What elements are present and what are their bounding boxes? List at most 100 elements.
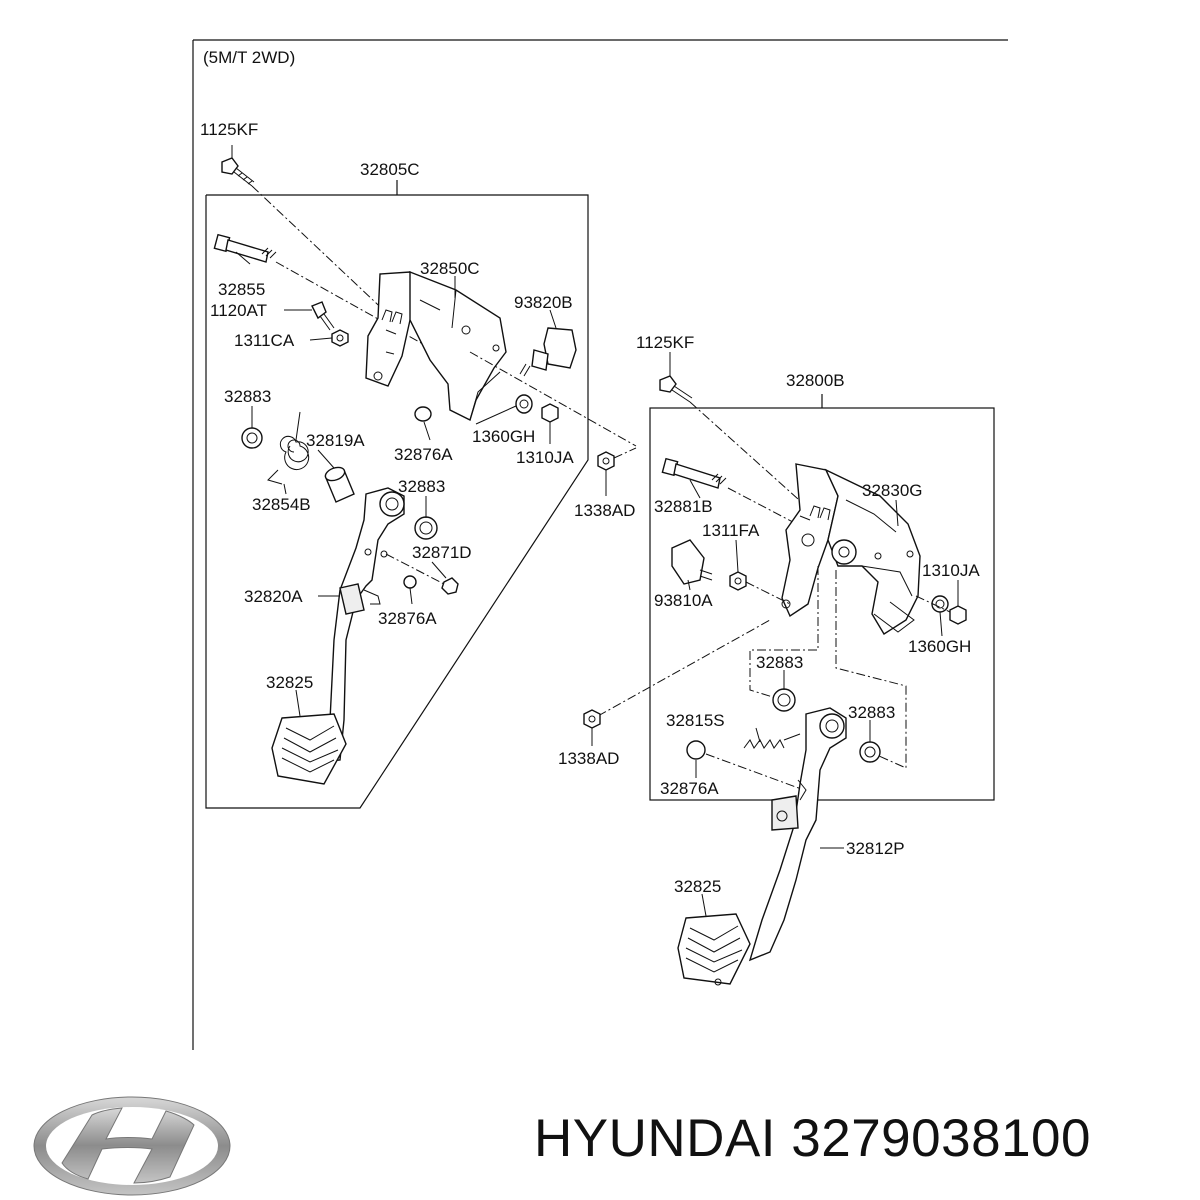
axis-bolt-left-lower	[469, 351, 637, 447]
label-32815s: 32815S	[666, 711, 725, 730]
axis-right-bushing	[915, 595, 951, 613]
leader-1360gh-left	[475, 405, 517, 425]
label-1338ad-left: 1338AD	[574, 501, 635, 520]
label-1120at: 1120AT	[210, 301, 267, 320]
leader-32815s	[755, 727, 761, 743]
bolt-1125kf-left	[221, 157, 255, 187]
bolt-1125kf-right	[659, 375, 693, 403]
leader-93810a	[687, 579, 691, 591]
axis-32876a-right	[705, 753, 805, 791]
leader-32830g	[895, 499, 899, 527]
label-32800b: 32800B	[786, 371, 845, 390]
label-1125kf-right: 1125KF	[636, 333, 694, 352]
axis-pin-left	[275, 261, 431, 349]
hyundai-logo-icon	[33, 1096, 231, 1196]
bushing-32883-right-a	[772, 688, 796, 712]
label-1360gh-left: 1360GH	[472, 427, 535, 446]
leader-32871d	[431, 561, 447, 579]
axis-bolt-left	[251, 185, 393, 319]
nut-1338ad-left	[597, 451, 615, 471]
label-32825-right: 32825	[674, 877, 721, 896]
leader-32854b	[283, 483, 287, 495]
label-32883-left-a: 32883	[224, 387, 271, 406]
label-32820a: 32820A	[244, 587, 303, 606]
label-32830g: 32830G	[862, 481, 923, 500]
bushing-1360gh-right	[931, 595, 949, 613]
label-32805c: 32805C	[360, 160, 420, 179]
bracket-32850c	[365, 270, 507, 421]
label-32883-left-b: 32883	[398, 477, 445, 496]
spring-32854b	[267, 411, 310, 485]
bushing-32883-left-a	[241, 427, 263, 449]
leader-32819a	[317, 449, 335, 469]
label-32819a: 32819A	[306, 431, 365, 450]
bushing-32819a	[324, 466, 355, 503]
leader-32825-left	[295, 689, 301, 717]
leader-1360gh-right	[939, 611, 943, 637]
label-1360gh-right: 1360GH	[908, 637, 971, 656]
pin-32855	[213, 233, 277, 263]
label-32876a-right: 32876A	[660, 779, 719, 798]
label-93810a: 93810A	[654, 591, 713, 610]
brand-part-number: HYUNDAI 3279038100	[534, 1109, 1092, 1168]
axis-right-arm-vertical-b	[835, 570, 907, 769]
pedal-pad-32825-right	[677, 913, 751, 986]
leader-32876a-bottom	[409, 587, 413, 605]
bushing-32883-left-b	[414, 516, 438, 540]
axis-switch-right	[745, 581, 791, 605]
pin-32881b	[661, 457, 727, 489]
label-1125kf-left: 1125KF	[200, 120, 258, 139]
bolt-1120at	[311, 301, 335, 331]
nut-32871d	[441, 577, 459, 595]
label-1310ja-right: 1310JA	[922, 561, 980, 580]
leader-32876a-top	[423, 421, 431, 441]
label-32871d: 32871D	[412, 543, 472, 562]
leader-32855	[235, 251, 251, 265]
label-32850c: 32850C	[420, 259, 480, 278]
nut-1311ca	[331, 329, 349, 347]
label-1310ja-left: 1310JA	[516, 448, 574, 467]
label-32883-right-a: 32883	[756, 653, 803, 672]
label-32825-left: 32825	[266, 673, 313, 692]
spring-32815s	[743, 733, 801, 749]
left-assembly-box	[205, 194, 589, 809]
bushing-1360gh-left	[515, 394, 533, 414]
label-1338ad-right: 1338AD	[558, 749, 619, 768]
label-32812p: 32812P	[846, 839, 905, 858]
leader-93820b	[549, 309, 557, 329]
bushing-32883-right-b	[859, 741, 881, 763]
axis-arm-left	[385, 553, 445, 585]
nut-1311fa	[729, 571, 747, 591]
nut-1310ja-left	[541, 403, 559, 423]
label-32881b: 32881B	[654, 497, 713, 516]
label-93820b: 93820B	[514, 293, 573, 312]
label-32854b: 32854B	[252, 495, 311, 514]
axis-1338ad-right	[597, 619, 771, 717]
axis-1338ad-left	[613, 447, 637, 459]
washer-32876a-left-top	[414, 406, 432, 422]
switch-93820b	[519, 327, 577, 377]
pedal-arm-32812p	[748, 707, 847, 962]
leader-1311fa	[735, 539, 739, 573]
variant-label: (5M/T 2WD)	[203, 48, 295, 67]
nut-1338ad-right	[583, 709, 601, 729]
label-32883-right-b: 32883	[848, 703, 895, 722]
bracket-32830g	[781, 463, 921, 635]
label-1311fa: 1311FA	[702, 521, 760, 540]
leader-1311ca	[309, 337, 333, 341]
axis-right-arm-vertical	[749, 566, 819, 699]
leader-32825-right	[701, 893, 707, 917]
axis-bolt-right	[689, 401, 809, 509]
switch-93810a	[671, 539, 713, 585]
pedal-pad-32825-left	[271, 713, 347, 785]
washer-32876a-left-bottom	[403, 575, 417, 589]
nut-1310ja-right	[949, 605, 967, 625]
label-32876a-left-bottom: 32876A	[378, 609, 437, 628]
leader-32881b	[689, 479, 701, 499]
pedal-arm-32820a	[319, 487, 405, 763]
label-1311ca: 1311CA	[234, 331, 295, 350]
washer-32876a-right	[686, 740, 706, 760]
label-32855: 32855	[218, 280, 265, 299]
label-32876a-left-top: 32876A	[394, 445, 453, 464]
